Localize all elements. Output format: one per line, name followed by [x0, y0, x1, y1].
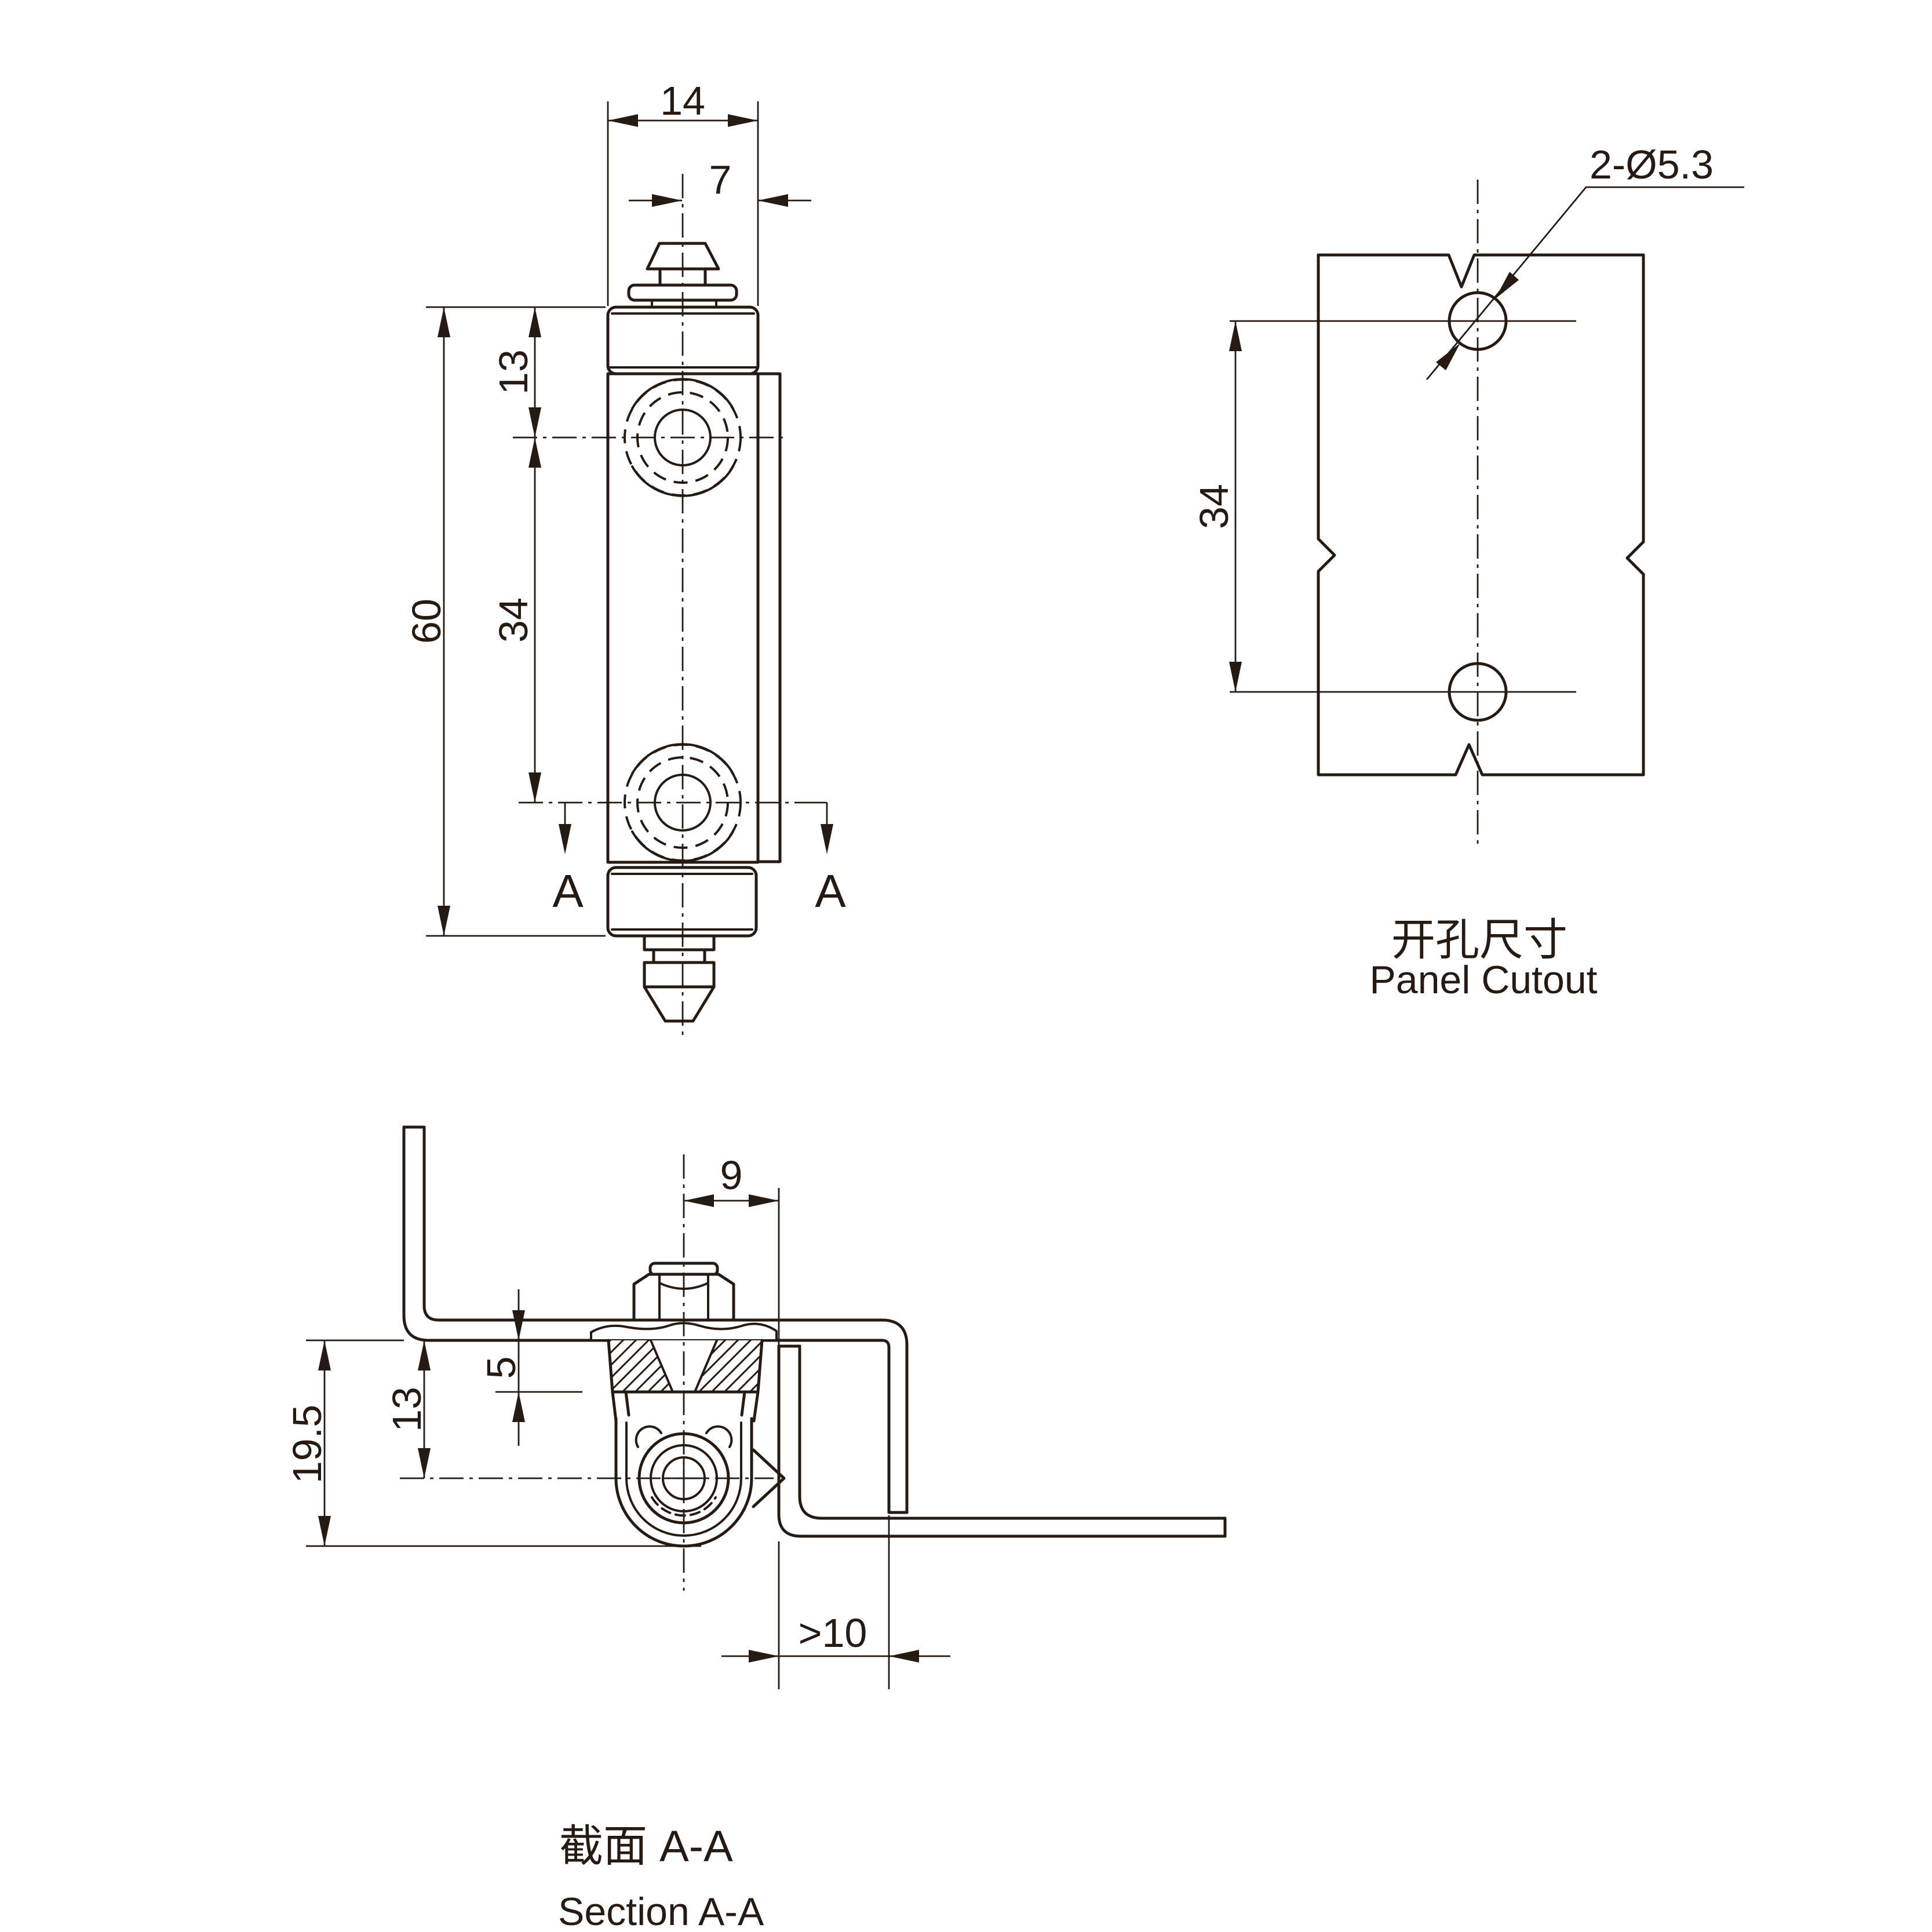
hole-callout: 2-Ø5.3 — [1426, 142, 1744, 380]
dim-center-to-edge-label: 7 — [709, 157, 732, 202]
dim-top-to-hole-label: 13 — [491, 349, 536, 395]
bottom-screw — [643, 934, 716, 1023]
panel-cutout-caption-zh: 开孔尺寸 — [1391, 916, 1568, 965]
section-caption-zh: 截面 A-A — [559, 1822, 733, 1871]
panel-cutout-view: 34 2-Ø5.3 开孔尺寸 Panel Cutout — [1191, 142, 1744, 1002]
upper-hole — [513, 378, 785, 497]
panel-outline — [1317, 253, 1645, 777]
dim-pin-depth: 13 — [384, 1340, 431, 1478]
dim-pin-depth-label: 13 — [384, 1387, 429, 1432]
dim-hole-spacing-label: 34 — [491, 597, 536, 643]
dim-cutout-spacing-label: 34 — [1191, 484, 1237, 529]
frame-sheet — [402, 1125, 909, 1514]
dim-total-depth: 19.5 — [285, 1339, 701, 1547]
hinge-body — [606, 372, 760, 864]
dim-bush-depth-label: 5 — [479, 1357, 524, 1379]
section-cut-line: A A — [519, 801, 846, 917]
panel-cutout-caption-en: Panel Cutout — [1369, 958, 1597, 1002]
section-letter-right: A — [815, 865, 846, 917]
dim-bush-depth: 5 — [479, 1289, 582, 1446]
dim-overall-width: 14 — [607, 78, 759, 306]
dim-pivot-offset: 9 — [684, 1153, 780, 1346]
dim-overall-height-label: 60 — [404, 599, 449, 644]
dim-total-depth-label: 19.5 — [285, 1405, 330, 1483]
bushing-section — [607, 1339, 764, 1394]
dim-min-clearance-label: >10 — [799, 1610, 867, 1656]
hole-callout-label: 2-Ø5.3 — [1590, 142, 1714, 187]
pivot-barrel — [611, 1390, 786, 1548]
door-sheet — [777, 1344, 1227, 1538]
section-caption-en: Section A-A — [558, 1890, 764, 1932]
side-flange — [756, 372, 782, 863]
section-view: 9 5 13 19.5 >10 截面 — [285, 1125, 1227, 1932]
section-letter-left: A — [552, 865, 584, 917]
dim-overall-width-label: 14 — [660, 78, 705, 123]
dim-center-to-edge: 7 — [629, 157, 811, 207]
dim-min-clearance: >10 — [721, 1515, 950, 1689]
dim-pivot-offset-label: 9 — [720, 1153, 743, 1198]
front-view: A A 14 7 60 — [404, 78, 846, 1037]
dim-top-to-hole: 13 34 — [491, 307, 541, 803]
dim-overall-height: 60 — [404, 306, 606, 937]
lock-nut — [632, 1262, 735, 1322]
dim-cutout-spacing: 34 — [1191, 321, 1242, 692]
